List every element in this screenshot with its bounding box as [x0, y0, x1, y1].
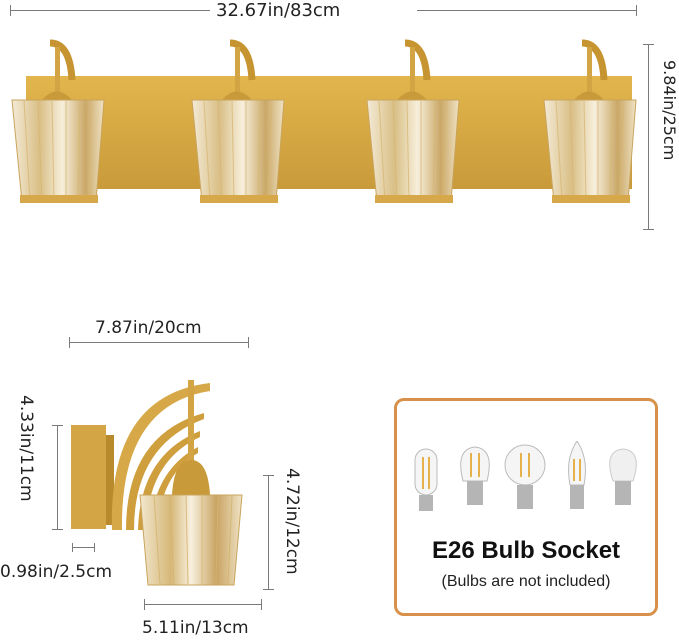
frosted-led-bulb-icon	[609, 448, 637, 505]
globe-filament-bulb-icon	[504, 444, 546, 509]
overall-height-label: 9.84in/25cm	[660, 60, 679, 161]
bulb-socket-panel: E26 Bulb Socket (Bulbs are not included)	[394, 398, 658, 616]
tubular-filament-bulb-icon	[414, 448, 438, 511]
bulb-socket-title: E26 Bulb Socket	[431, 537, 621, 564]
shade-height-label: 4.72in/12cm	[282, 468, 302, 575]
single-sconce-image	[71, 380, 243, 586]
bulb-examples-image	[414, 441, 637, 511]
a-shape-filament-bulb-icon	[460, 446, 490, 505]
overall-width-label: 32.67in/83cm	[216, 0, 341, 21]
shade-width-label: 5.11in/13cm	[142, 618, 249, 638]
bulb-socket-note: (Bulbs are not included)	[441, 573, 611, 590]
backplate-depth-label: 0.98in/2.5cm	[0, 562, 113, 582]
candle-filament-bulb-icon	[568, 441, 586, 509]
backplate-height-label: 4.33in/11cm	[16, 395, 36, 502]
vanity-light-fixture-image	[11, 35, 640, 245]
single-width-label: 7.87in/20cm	[95, 318, 202, 338]
